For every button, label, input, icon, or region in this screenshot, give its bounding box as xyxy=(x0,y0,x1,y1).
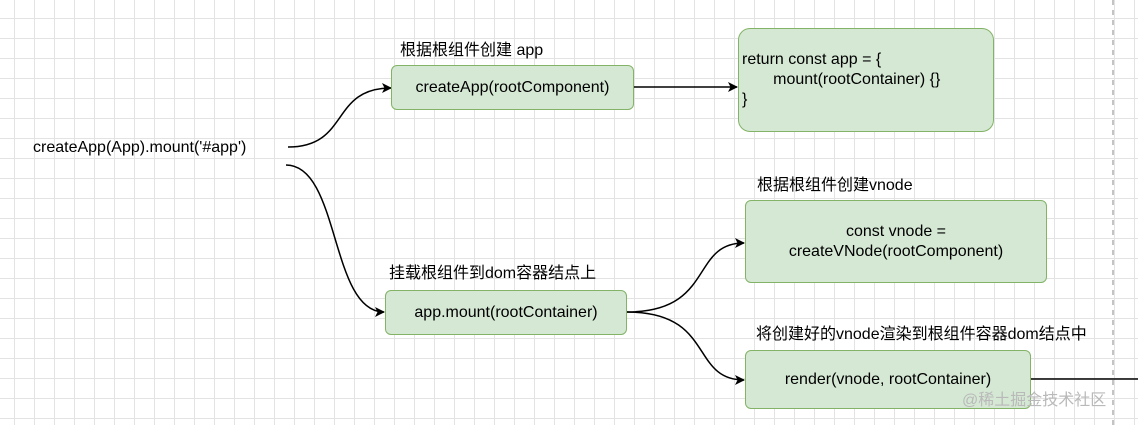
edge-source-to-createapp xyxy=(287,83,392,148)
edge-mount-to-render xyxy=(626,311,745,385)
box-mount: app.mount(rootContainer) xyxy=(385,290,627,335)
source-call-text: createApp(App).mount('#app') xyxy=(33,139,247,156)
box-vnode: const vnode = createVNode(rootComponent) xyxy=(745,200,1047,283)
edge-mount-to-vnode xyxy=(626,238,745,313)
label-mount: 挂载根组件到dom容器结点上 xyxy=(389,265,597,282)
box-render: render(vnode, rootContainer) xyxy=(745,350,1031,409)
label-create-vnode: 根据根组件创建vnode xyxy=(757,177,913,194)
box-app-object: return const app = { mount(rootContainer… xyxy=(738,28,994,132)
label-render: 将创建好的vnode渲染到根组件容器dom结点中 xyxy=(756,326,1087,343)
edge-source-to-mount xyxy=(285,164,385,317)
box-create-app: createApp(rootComponent) xyxy=(391,65,634,110)
label-create-app: 根据根组件创建 app xyxy=(400,42,544,59)
watermark-text: @稀土掘金技术社区 xyxy=(962,392,1107,409)
